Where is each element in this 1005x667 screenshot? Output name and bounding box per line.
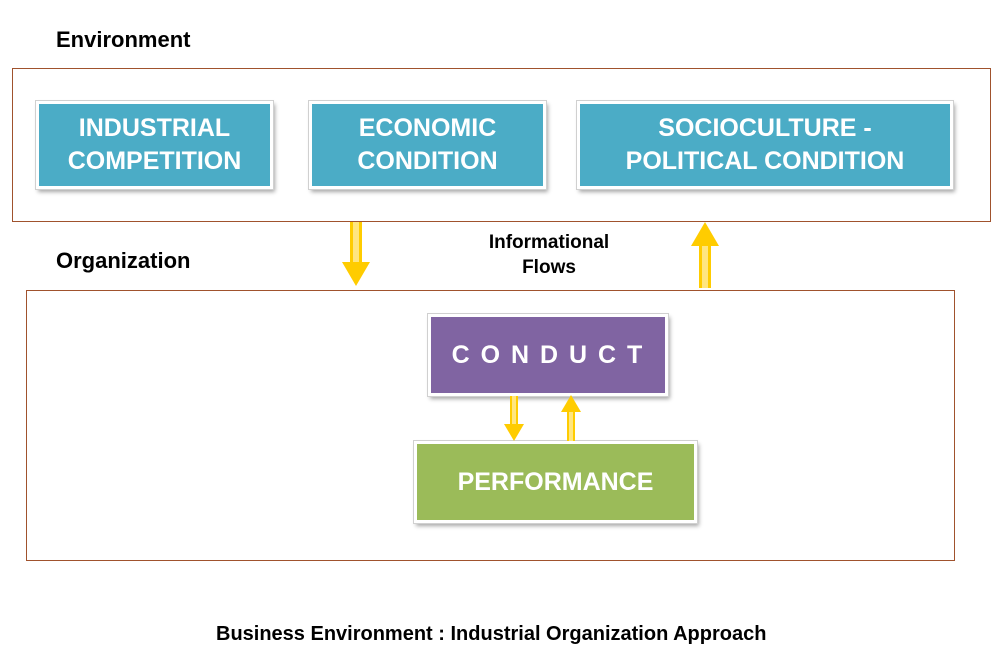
environment-frame	[12, 68, 991, 222]
organization-label: Organization	[56, 248, 191, 273]
up-arrow-performance-to-conduct	[561, 395, 581, 441]
organization-frame	[26, 290, 955, 561]
up-arrow-organization-to-environment	[691, 222, 719, 288]
socioculture-political-condition-box: SOCIOCULTURE - POLITICAL CONDITION	[576, 100, 954, 190]
diagram-caption: Business Environment : Industrial Organi…	[216, 623, 767, 645]
down-arrow-environment-to-organization	[342, 222, 370, 286]
down-arrow-conduct-to-performance	[504, 396, 524, 441]
conduct-box: C O N D U C T	[427, 313, 669, 397]
economic-condition-box: ECONOMIC CONDITION	[308, 100, 547, 190]
industrial-competition-box: INDUSTRIAL COMPETITION	[35, 100, 274, 190]
environment-label: Environment	[56, 27, 191, 52]
informational-flows-label: Informational Flows	[488, 232, 610, 278]
performance-box: PERFORMANCE	[413, 440, 698, 524]
